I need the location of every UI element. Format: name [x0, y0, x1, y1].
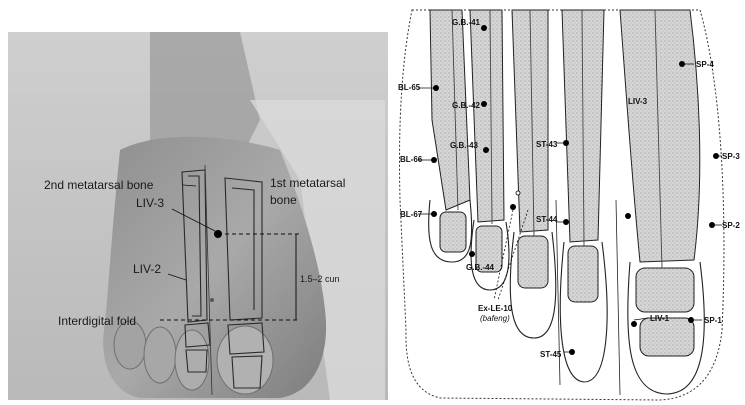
toe-5	[114, 321, 146, 369]
metatarsal-4	[470, 10, 504, 222]
label-gb44: G.B.-44	[466, 263, 495, 272]
metatarsal-5	[430, 10, 470, 210]
toe-4	[144, 327, 176, 383]
label-sp4: SP-4	[696, 60, 714, 69]
label-st43: ST-43	[536, 140, 558, 149]
label-bafeng: (bafeng)	[480, 314, 510, 323]
label-sp2: SP-2	[722, 221, 740, 230]
label-first-metatarsal-2: bone	[270, 193, 297, 207]
label-liv1: LIV-1	[650, 314, 670, 323]
label-liv2: LIV-2	[133, 262, 161, 276]
label-liv3-right: LIV-3	[628, 97, 648, 106]
right-diagram-panel: G.B.-41 G.B.-42 G.B.-43 G.B.-44 BL-65 BL…	[398, 10, 740, 400]
label-second-metatarsal: 2nd metatarsal bone	[44, 178, 154, 192]
label-exle10: Ex-LE-10	[478, 304, 513, 313]
metatarsal-3	[512, 10, 548, 232]
label-bl67: BL-67	[400, 210, 423, 219]
label-sp1: SP-1	[704, 316, 722, 325]
label-bl66: BL-66	[400, 155, 423, 164]
label-bl65: BL-65	[398, 83, 421, 92]
label-st45: ST-45	[540, 350, 562, 359]
label-gb42: G.B.-42	[452, 101, 481, 110]
label-interdigital-fold: Interdigital fold	[58, 314, 136, 328]
liv3-point	[214, 230, 222, 238]
label-gb43: G.B.-43	[450, 141, 479, 150]
metatarsal-1	[620, 10, 700, 262]
label-gb41: G.B.-41	[452, 18, 481, 27]
label-first-metatarsal-1: 1st metatarsal	[270, 176, 345, 190]
label-measure: 1.5–2 cun	[300, 274, 340, 284]
liv2-point	[210, 298, 214, 302]
label-st44: ST-44	[536, 215, 558, 224]
label-sp3: SP-3	[722, 152, 740, 161]
toe-1	[217, 326, 273, 394]
label-liv3: LIV-3	[136, 196, 164, 210]
left-photo-panel: 2nd metatarsal bone 1st metatarsal bone …	[8, 32, 388, 400]
toe-3	[175, 330, 209, 390]
